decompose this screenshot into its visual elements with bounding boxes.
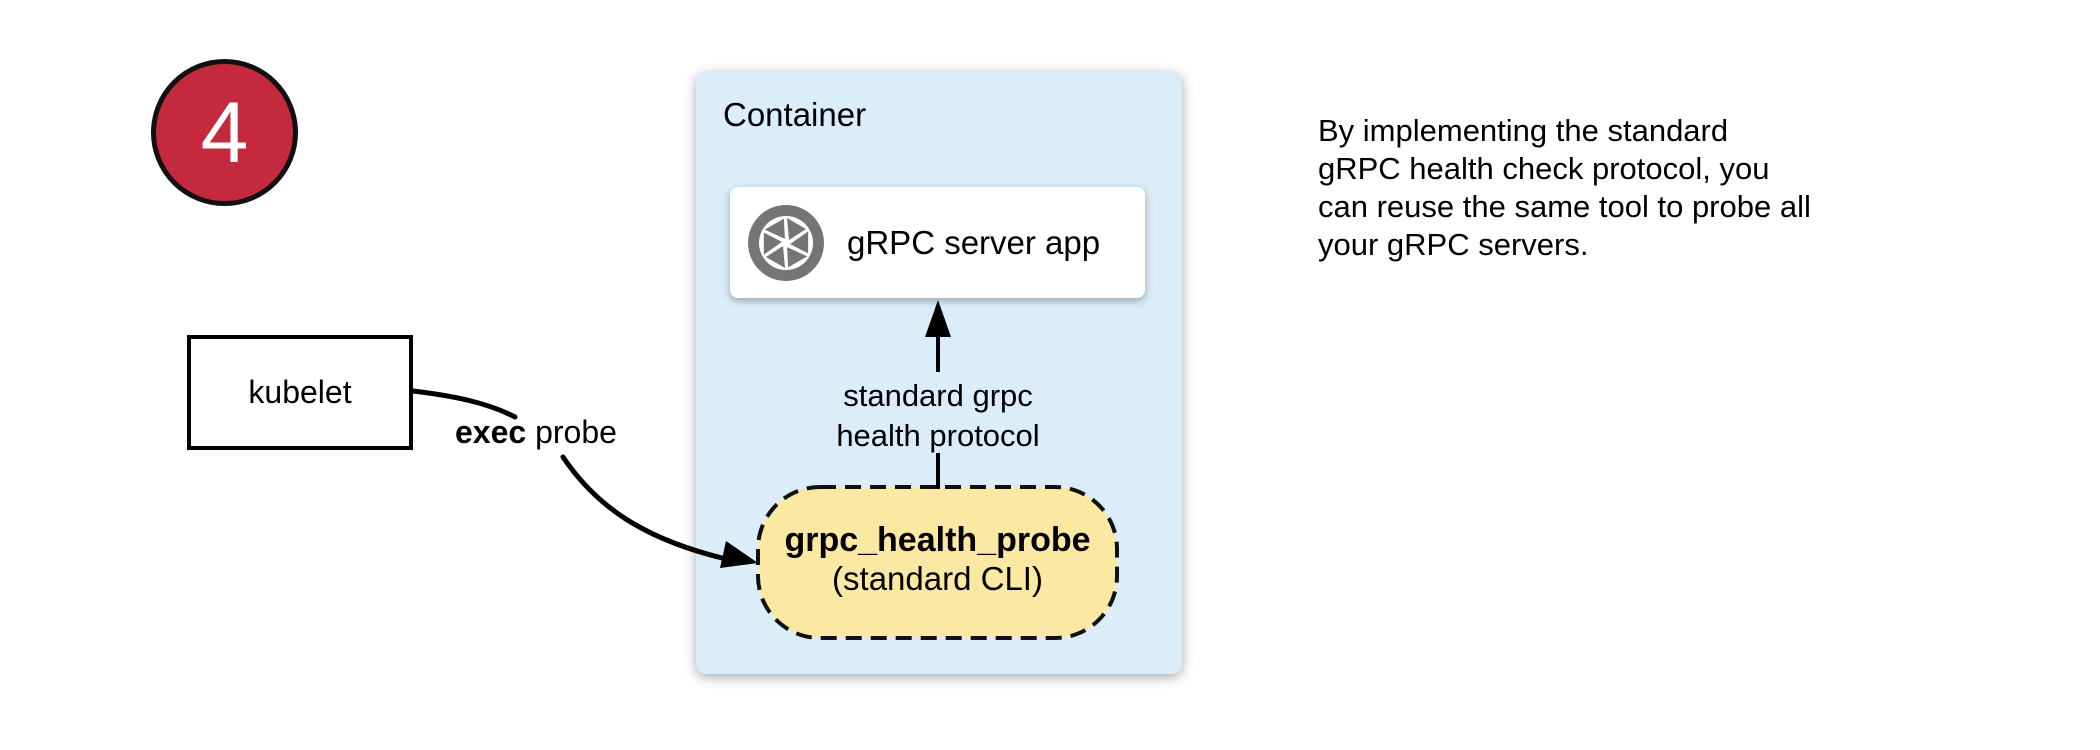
aperture-icon: [748, 204, 824, 281]
grpc-server-app-label: gRPC server app: [847, 223, 1101, 261]
health-protocol-line2: health protocol: [836, 418, 1040, 453]
caption-line: can reuse the same tool to probe all: [1318, 189, 1811, 224]
grpc-health-probe-text: grpc_health_probe (standard CLI): [758, 520, 1117, 598]
grpc-health-probe-name: grpc_health_probe: [784, 521, 1091, 559]
exec-probe-label-bold: exec: [455, 414, 527, 450]
exec-probe-label: exec probe: [455, 414, 617, 451]
step-number: 4: [200, 84, 249, 181]
health-protocol-line1: standard grpc: [843, 378, 1033, 413]
grpc-health-probe-subtitle: (standard CLI): [832, 560, 1043, 597]
caption-line: gRPC health check protocol, you: [1318, 151, 1770, 186]
step-badge: 4: [151, 59, 298, 206]
exec-probe-label-rest: probe: [526, 414, 617, 450]
container-title: Container: [723, 96, 867, 133]
grpc-server-app-box: gRPC server app: [730, 187, 1145, 298]
kubelet-label: kubelet: [248, 374, 352, 410]
caption-line: your gRPC servers.: [1318, 227, 1589, 262]
health-protocol-label: standard grpc health protocol: [788, 376, 1088, 456]
caption-paragraph: By implementing the standard gRPC health…: [1318, 112, 1918, 264]
caption-line: By implementing the standard: [1318, 113, 1729, 148]
kubelet-box: kubelet: [187, 335, 413, 450]
